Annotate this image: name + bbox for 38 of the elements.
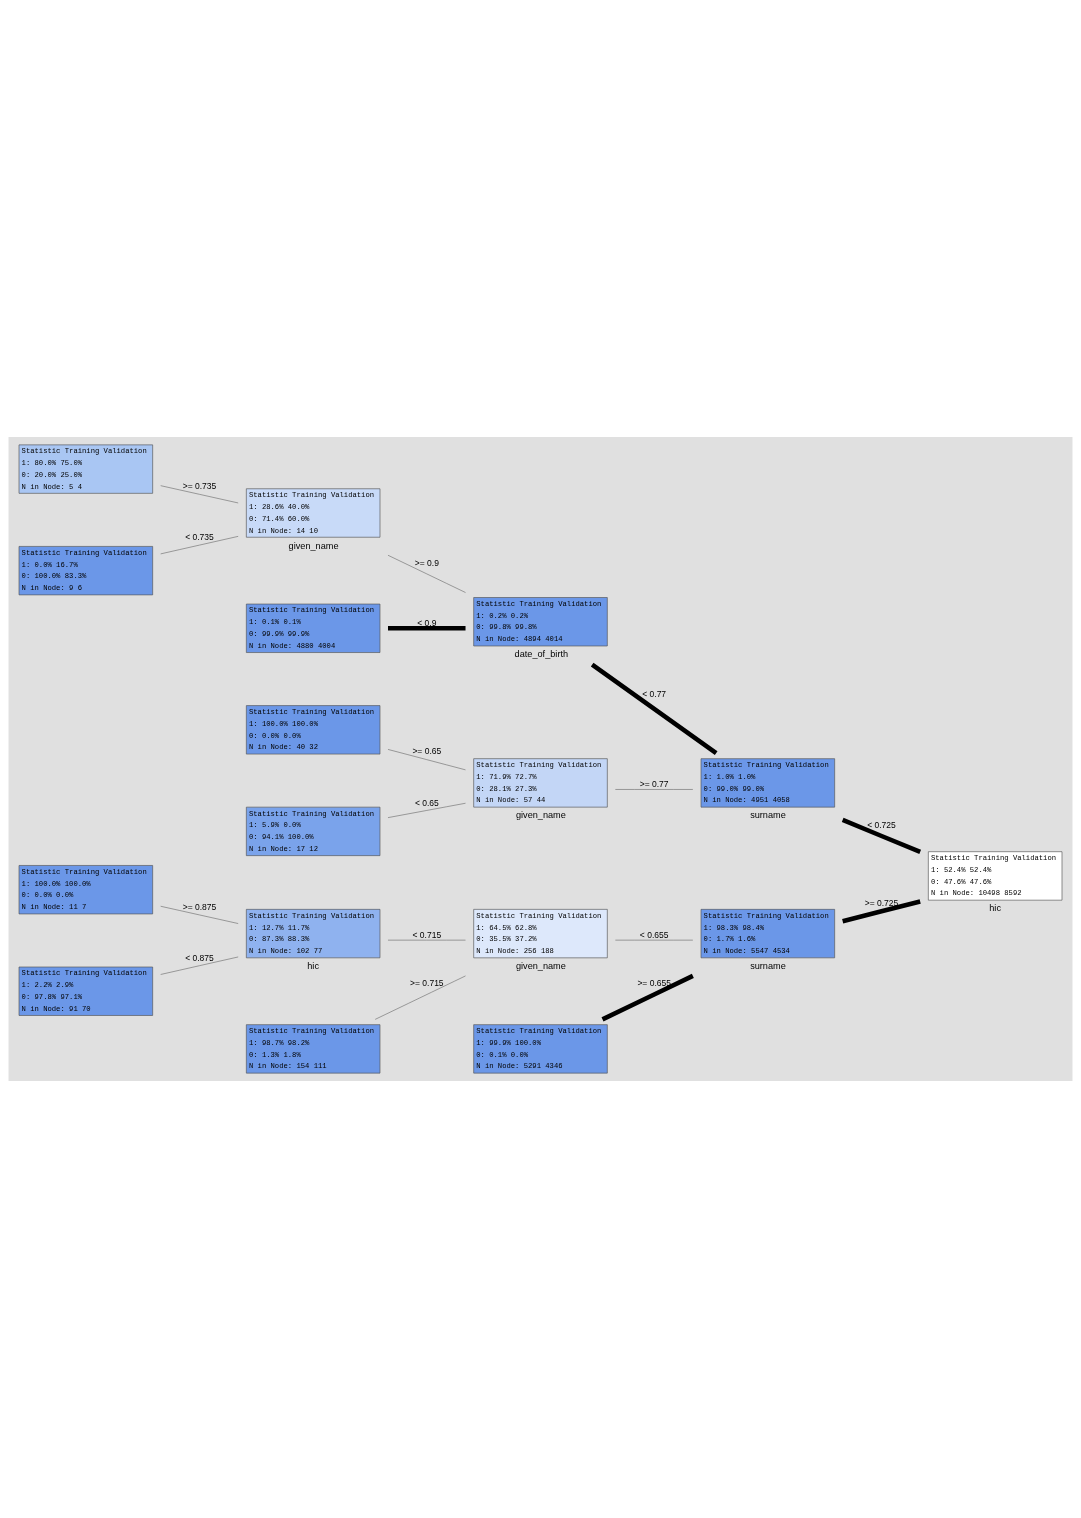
- connector: [601, 973, 694, 1022]
- node-label: given_name: [288, 540, 339, 551]
- edge-label: < 0.715: [412, 929, 442, 940]
- edge-label: < 0.65: [414, 798, 439, 809]
- connector: [387, 749, 466, 771]
- connector: [590, 662, 718, 755]
- connector: [387, 803, 466, 818]
- edge-label: >= 0.9: [414, 557, 439, 568]
- node-label: given_name: [515, 961, 566, 972]
- connector: [387, 555, 466, 593]
- node-label: hic: [307, 961, 319, 972]
- connector: [615, 789, 694, 790]
- edge-label: < 0.9: [417, 617, 437, 628]
- connector: [841, 817, 922, 855]
- edge-label: >= 0.77: [639, 779, 669, 790]
- edge-label: < 0.735: [185, 532, 214, 543]
- connector: [160, 536, 239, 555]
- edge-label: < 0.77: [642, 689, 667, 700]
- edge-label: >= 0.655: [637, 978, 671, 989]
- node-label: date_of_birth: [514, 649, 569, 660]
- connector: [160, 956, 239, 975]
- edge-label: < 0.655: [639, 929, 669, 940]
- connector: [388, 626, 466, 631]
- connector: [160, 906, 239, 924]
- node-label: hic: [989, 903, 1001, 914]
- edge-label: >= 0.735: [182, 481, 217, 492]
- node-label: surname: [750, 810, 786, 821]
- edge-label: >= 0.725: [864, 897, 899, 908]
- node-label: surname: [750, 961, 786, 972]
- edge-label: < 0.875: [185, 952, 214, 963]
- node-label: given_name: [515, 810, 566, 821]
- connector: [160, 485, 239, 504]
- edge-label: >= 0.65: [412, 746, 442, 757]
- edge-label: >= 0.715: [410, 978, 444, 989]
- edge-label: < 0.725: [867, 820, 896, 831]
- connector: [374, 975, 466, 1020]
- connector: [842, 899, 921, 924]
- edge-label: >= 0.875: [182, 901, 217, 912]
